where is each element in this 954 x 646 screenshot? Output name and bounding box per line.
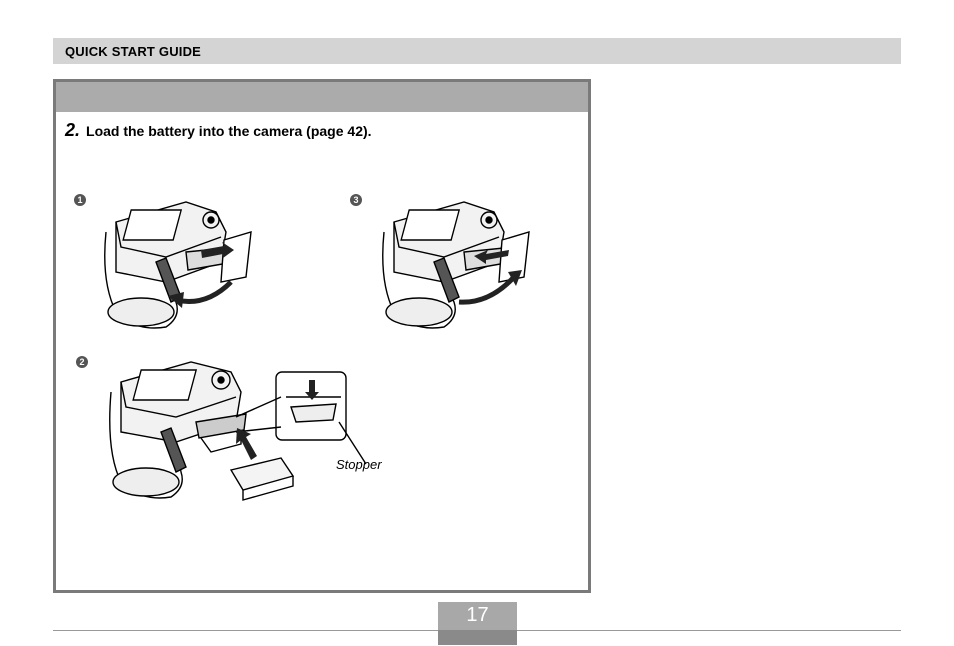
- step-text: Load the battery into the camera (page 4…: [86, 123, 372, 139]
- page-number-highlight: [438, 602, 517, 630]
- stopper-label: Stopper: [336, 457, 382, 472]
- step-number: 2.: [65, 120, 81, 140]
- step-heading: 2. Load the battery into the camera (page…: [65, 120, 372, 141]
- camera-open-cover-illustration: [104, 201, 252, 329]
- camera-close-cover-illustration: [382, 201, 530, 329]
- page-header-title: QUICK START GUIDE: [65, 44, 202, 59]
- header-band: QUICK START GUIDE: [53, 38, 901, 64]
- step-marker-1: 1: [74, 194, 86, 206]
- panel-title-bar: [56, 82, 588, 112]
- insert-battery-illustration: [109, 361, 367, 501]
- step-marker-3: 3: [350, 194, 362, 206]
- step-marker-2: 2: [76, 356, 88, 368]
- page-number: 17: [466, 604, 489, 626]
- instruction-panel: 2. Load the battery into the camera (page…: [53, 79, 591, 593]
- page-number-box: 17: [438, 602, 517, 645]
